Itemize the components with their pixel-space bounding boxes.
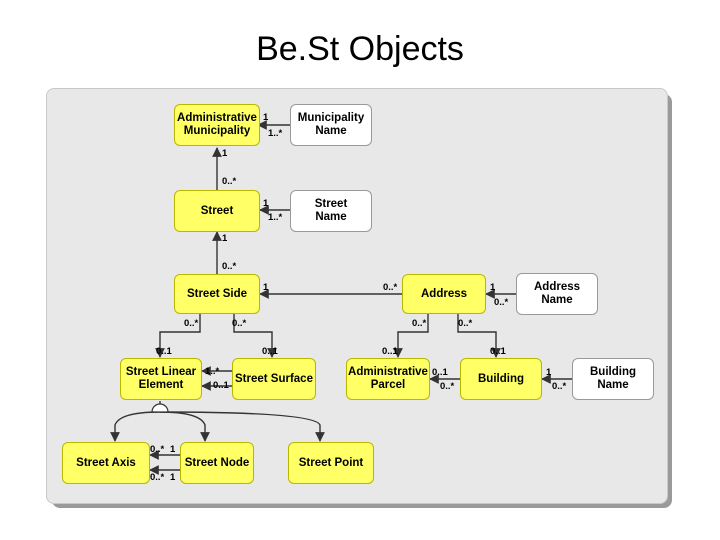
mult-label: 1..* — [268, 212, 283, 223]
mult-label: 0..* — [184, 318, 199, 329]
mult-label: 1 — [170, 444, 176, 455]
node-street-point[interactable]: Street Point — [288, 442, 374, 484]
mult-label: 0..1 — [213, 380, 229, 391]
mult-label: 1 — [222, 148, 228, 159]
mult-label: 0..* — [383, 282, 398, 293]
mult-label: 1 — [546, 367, 552, 378]
mult-label: 0..* — [232, 318, 247, 329]
node-street[interactable]: Street — [174, 190, 260, 232]
mult-label: 0..* — [412, 318, 427, 329]
mult-label: 1 — [263, 282, 269, 293]
mult-label: 0..* — [222, 261, 237, 272]
mult-label: 1 — [263, 198, 269, 209]
mult-label: 0..* — [150, 472, 165, 483]
node-address[interactable]: Address — [402, 274, 486, 314]
edge-streetside-linear — [155, 314, 201, 358]
edge-address-building — [457, 314, 501, 358]
node-administrative-parcel[interactable]: Administrative Parcel — [346, 358, 430, 400]
node-building-name[interactable]: Building Name — [572, 358, 654, 400]
mult-label: 1..* — [268, 128, 283, 139]
mult-label: 0..* — [458, 318, 473, 329]
node-municipality-name[interactable]: Municipality Name — [290, 104, 372, 146]
mult-label: 0..* — [440, 381, 455, 392]
node-address-name[interactable]: Address Name — [516, 273, 598, 315]
mult-label: 0..1 — [262, 346, 278, 357]
node-street-linear-element[interactable]: Street Linear Element — [120, 358, 202, 400]
mult-label: 1 — [263, 112, 269, 123]
mult-label: 0..1 — [490, 346, 506, 357]
mult-label: 0..1 — [156, 346, 172, 357]
edge-linear-axis — [110, 411, 161, 442]
mult-label: 1 — [170, 472, 176, 483]
edge-streetside-surface — [233, 314, 277, 358]
mult-label: 0..* — [150, 444, 165, 455]
mult-label: 1..* — [205, 366, 220, 377]
edge-linear-node — [159, 411, 210, 442]
node-street-surface[interactable]: Street Surface — [232, 358, 316, 400]
edge-address-parcel — [393, 314, 429, 358]
mult-label: 0..1 — [382, 346, 398, 357]
node-building[interactable]: Building — [460, 358, 542, 400]
mult-label: 0..* — [494, 297, 509, 308]
node-street-side[interactable]: Street Side — [174, 274, 260, 314]
node-street-name[interactable]: Street Name — [290, 190, 372, 232]
node-street-axis[interactable]: Street Axis — [62, 442, 150, 484]
node-street-node[interactable]: Street Node — [180, 442, 254, 484]
node-administrative-municipality[interactable]: Administrative Municipality — [174, 104, 260, 146]
mult-label: 1 — [222, 233, 228, 244]
page-title: Be.St Objects — [256, 30, 464, 68]
edge-linear-point — [159, 411, 325, 442]
mult-label: 0..* — [552, 381, 567, 392]
mult-label: 0..1 — [432, 367, 448, 378]
mult-label: 1 — [490, 282, 496, 293]
mult-label: 0..* — [222, 176, 237, 187]
generalization-marker — [151, 403, 169, 413]
